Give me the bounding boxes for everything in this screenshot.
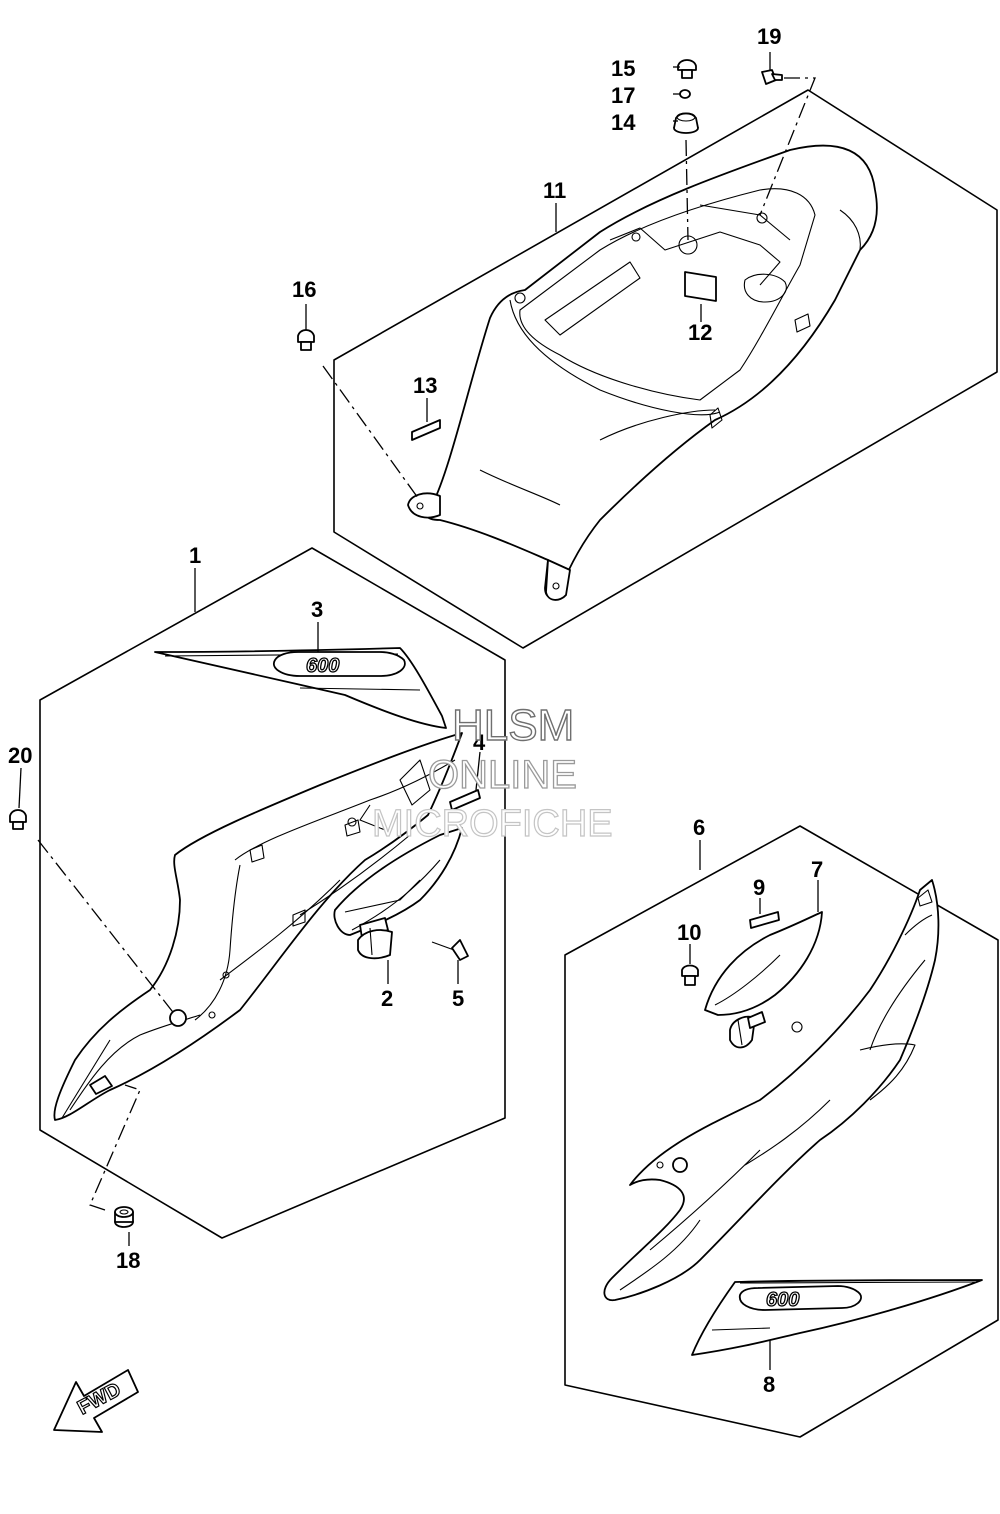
label-9 [749, 911, 780, 929]
watermark-line-3: MICROFICHE [372, 803, 613, 845]
callout-6: 6 [693, 815, 705, 840]
bolt-16 [297, 329, 315, 351]
fwd-arrow-icon: FWD [53, 1369, 139, 1433]
callout-14: 14 [611, 110, 636, 135]
callout-20: 20 [8, 743, 32, 768]
collar-17 [679, 89, 691, 99]
callout-17: 17 [611, 83, 635, 108]
callout-9: 9 [753, 875, 765, 900]
grommet-14 [673, 112, 699, 134]
decal-text-right: 600 [766, 1289, 799, 1311]
callout-1: 1 [189, 543, 201, 568]
label-12 [684, 271, 717, 302]
callout-4: 4 [473, 730, 486, 755]
callout-15: 15 [611, 56, 635, 81]
side-cover-left-1 [53, 732, 463, 1121]
callout-8: 8 [763, 1372, 775, 1397]
group-boundary-1 [39, 547, 506, 1239]
label-4 [449, 789, 481, 811]
grommet-18 [114, 1206, 134, 1228]
callout-2: 2 [381, 986, 393, 1011]
side-cover-right-6 [603, 879, 940, 1302]
decal-text-left: 600 [306, 655, 339, 677]
group-boundary-11 [333, 89, 998, 649]
callout-3: 3 [311, 597, 323, 622]
callout-18: 18 [116, 1248, 140, 1273]
callout-7: 7 [811, 857, 823, 882]
bolt-19 [761, 69, 783, 85]
decal-8: 600 [691, 1279, 983, 1356]
callout-5: 5 [452, 986, 464, 1011]
bolt-20 [9, 809, 27, 830]
screw-15 [677, 59, 697, 79]
group-boundary-6 [564, 825, 999, 1438]
decal-3: 600 [154, 647, 447, 729]
callout-10: 10 [677, 920, 701, 945]
watermark-line-2: ONLINE [428, 753, 577, 797]
screw-5 [431, 939, 469, 961]
callout-12: 12 [688, 320, 712, 345]
seat-tail-cover-11 [407, 144, 878, 601]
watermark-line-1: HLSM [452, 701, 574, 750]
label-13 [411, 419, 441, 441]
callout-16: 16 [292, 277, 316, 302]
callout-11: 11 [543, 178, 566, 203]
callout-19: 19 [757, 24, 781, 49]
inner-panel-2 [333, 827, 463, 960]
callout-13: 13 [413, 373, 437, 398]
inner-panel-7 [704, 911, 823, 1049]
bolt-10 [681, 964, 699, 986]
